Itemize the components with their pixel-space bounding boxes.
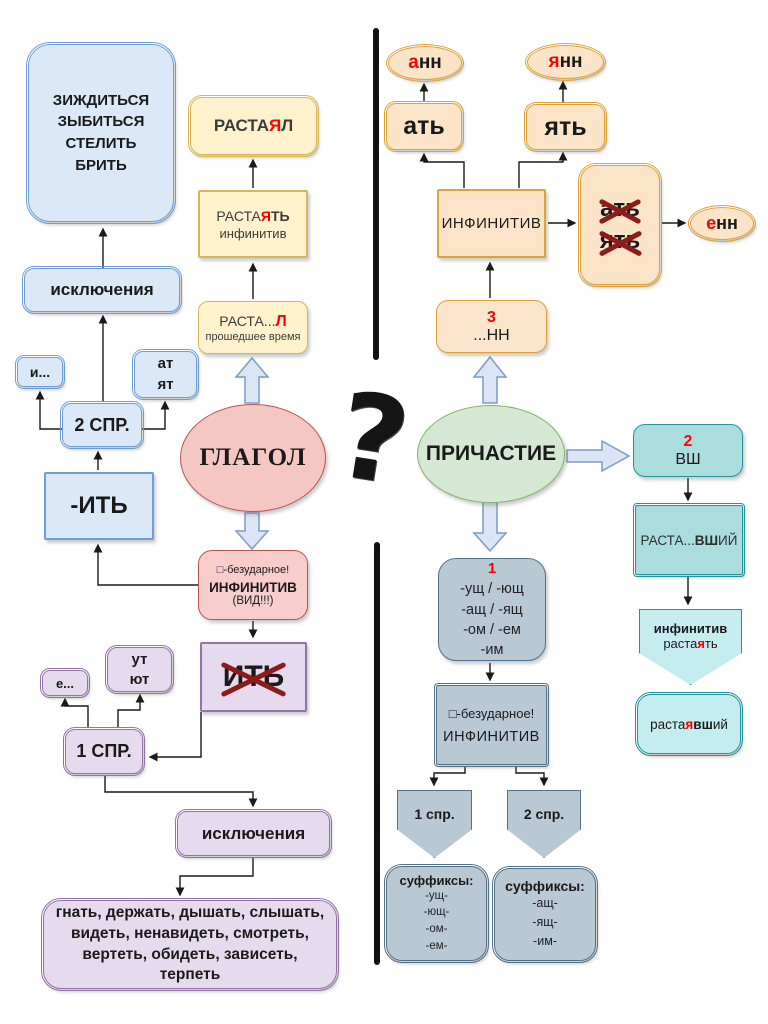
e-ending-box: е... (39, 667, 91, 699)
red-letter: я (697, 636, 705, 651)
red-letter: я (685, 716, 694, 732)
word-part: нн (418, 52, 442, 73)
i-ending-box: и... (14, 354, 66, 390)
word-part: РАСТА (216, 207, 261, 224)
crossed-word: ИТЬ (220, 660, 287, 698)
word-part: нн (716, 213, 738, 233)
red-letter: а (408, 52, 419, 73)
suffix-lines: -ущ / -ющ -ащ / -ящ -ом / -ем -им (460, 581, 524, 659)
suffix-text: енн (706, 213, 738, 234)
infinitive-label: ИНФИНИТИВ (209, 579, 297, 595)
word-part: нн (559, 51, 583, 72)
past-pattern-word: РАСТА...Л (219, 313, 286, 331)
participle-ellipse: ПРИЧАСТИЕ (417, 405, 565, 503)
past-tense-pattern-box: РАСТА...Л прошедшее время (198, 301, 308, 354)
suffixes-1-box: суффиксы: -ущ- -ющ- -ом- -ем- (383, 863, 490, 964)
word-part-bold: ВШ (694, 532, 719, 548)
present-suffix-group-box: 1 -ущ / -ющ -ащ / -ящ -ом / -ем -им (438, 558, 546, 661)
unstressed-line: □-безударное! (216, 563, 290, 576)
past-tense-caption: прошедшее время (205, 330, 301, 343)
verb-exception-list-box: ЗИЖДИТЬСЯ ЗЫБИТЬСЯ СТЕЛИТЬ БРИТЬ (25, 41, 177, 225)
at-ending-box: ать (383, 100, 465, 153)
unstressed-line: □-безударное! (448, 705, 535, 721)
infinitive-label: ИНФИНИТИВ (443, 728, 540, 745)
past-form-example-box: РАСТАЯЛ (187, 94, 320, 158)
ity-crossed-box: ИТЬ (200, 642, 307, 712)
suffixes-2-box: суффиксы: -ащ- -ящ- -им- (491, 865, 599, 964)
yat-ending-box: ять (523, 101, 608, 153)
conjugation-2-box: 2 СПР. (59, 400, 145, 450)
past-form-text: РАСТАЯЛ (214, 116, 293, 136)
ann-suffix-ellipse: анн (385, 43, 465, 83)
vid-note: (ВИД!!!) (232, 594, 274, 607)
red-letter: Я (260, 207, 271, 224)
group-number: 3 (487, 308, 496, 326)
red-letter: е (706, 213, 717, 233)
word-part: раста (663, 636, 698, 651)
result-word: растаявший (650, 717, 728, 732)
word-part: РАСТА... (640, 532, 695, 548)
vsh-group-box: 2 ВШ (633, 424, 743, 477)
infinitive-word: РАСТАЯТЬ (216, 208, 289, 224)
group-suffix: ВШ (675, 450, 701, 468)
word-part: РАСТА... (219, 312, 276, 329)
crossed-word: ять (598, 227, 642, 257)
at-yat-endings-box: ат ят (131, 348, 200, 401)
word-part: ИЙ (718, 532, 738, 548)
word-part: ТЬ (270, 207, 290, 224)
group-number: 1 (487, 560, 497, 578)
rasta-vshiy-box: РАСТА...ВШИЙ (632, 502, 746, 578)
exception-verbs-list-box: гнать, держать, дышать, слышать, видеть,… (40, 897, 340, 992)
crossed-word: ать (598, 195, 642, 225)
infinitive-caption: инфинитив (219, 225, 287, 241)
suffixes-title: суффиксы: (505, 878, 585, 895)
verb-ellipse: ГЛАГОЛ (180, 404, 326, 512)
bottom-divider-line (374, 542, 380, 965)
word-part-bold: вш (693, 716, 713, 732)
word-part: ть (704, 636, 718, 651)
crossed-endings-box: ать ять (577, 162, 663, 288)
nn-group-box: 3 ...НН (436, 300, 547, 353)
suffixes-items: -ущ- -ющ- -ом- -ем- (423, 889, 450, 952)
group-number: 2 (683, 432, 693, 450)
word-part: раста (650, 716, 686, 732)
red-letter: Л (275, 312, 287, 330)
suffixes-items: -ащ- -ящ- -им- (532, 896, 558, 948)
pattern-word: РАСТА...ВШИЙ (641, 533, 738, 548)
word-part: РАСТА (213, 116, 269, 135)
pentagon-title: инфинитив (653, 621, 728, 636)
fat-blue-arrows (234, 355, 631, 553)
top-divider-line (373, 28, 379, 360)
group-suffix: ...НН (473, 326, 510, 344)
verb-exceptions-box: исключения (21, 265, 183, 315)
suffix-text: анн (408, 52, 442, 74)
pentagon-word: растаять (663, 636, 717, 651)
rastayavshiy-box: растаявший (634, 691, 744, 757)
participle-unstressed-note-box: □-безударное! ИНФИНИТИВ (433, 682, 550, 768)
suffixes-title: суффиксы: (399, 872, 474, 888)
conjugation-1-box: 1 СПР. (62, 726, 146, 777)
red-letter: Я (269, 116, 282, 135)
red-letter: я (548, 51, 560, 72)
suffix-text: янн (548, 51, 582, 73)
infinitive-box: ИНФИНИТИВ (437, 189, 546, 258)
ity-suffix-box: -ИТЬ (44, 472, 154, 540)
participle-exceptions-box: исключения (174, 808, 333, 859)
word-part: Л (281, 116, 294, 135)
ut-yut-endings-box: ут ют (104, 644, 175, 695)
infinitive-example-box: РАСТАЯТЬ инфинитив (198, 190, 308, 258)
word-part: ий (712, 716, 728, 732)
verb-unstressed-note-box: □-безударное! ИНФИНИТИВ (ВИД!!!) (198, 550, 308, 620)
enn-suffix-ellipse: енн (687, 204, 757, 243)
yann-suffix-ellipse: янн (524, 42, 607, 82)
